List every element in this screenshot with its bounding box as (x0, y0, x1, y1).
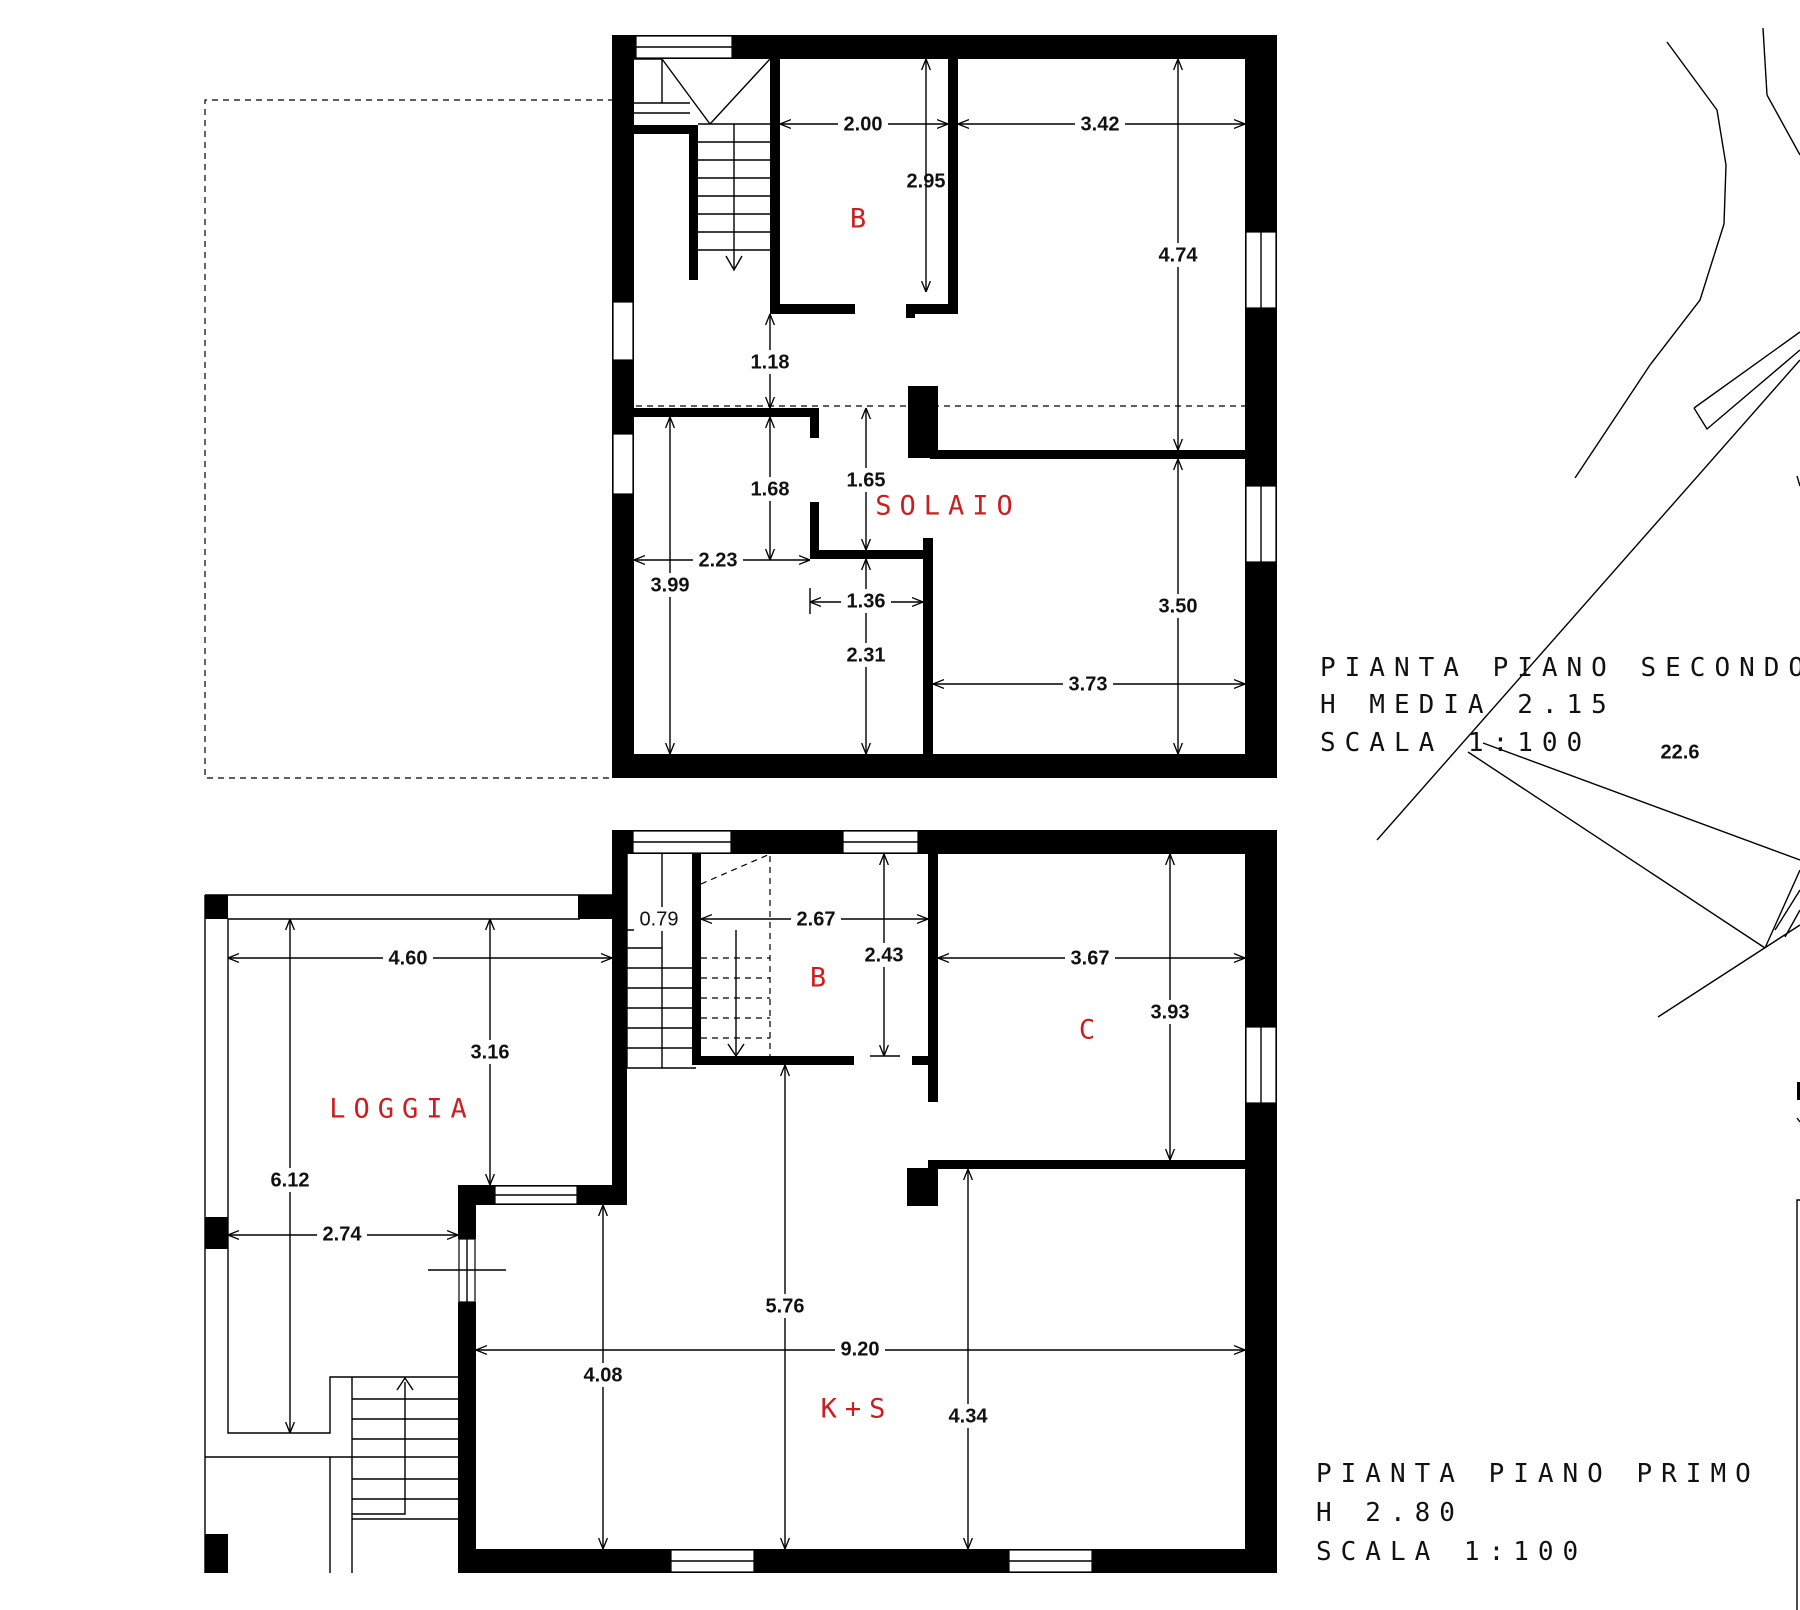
dim-label: 3.67 (1071, 947, 1110, 969)
stairs-second-floor (624, 58, 771, 280)
room-label-bedroom: C (1079, 1015, 1103, 1046)
dim-label: 4.34 (949, 1405, 989, 1427)
dim-label: 6.12 (271, 1169, 310, 1191)
dim-label: 2.74 (323, 1223, 363, 1245)
dim-label: 2.31 (847, 644, 886, 666)
title-block-second-floor: PIANTA PIANO SECONDO H MEDIA 2.15 SCALA … (1320, 653, 1800, 758)
room-label-bathroom: B (850, 204, 874, 235)
dim-label: 3.42 (1081, 113, 1120, 135)
plan-title: PIANTA PIANO SECONDO (1320, 653, 1800, 683)
plan-scale: SCALA 1:100 (1320, 728, 1591, 758)
dim-label: 4.74 (1159, 244, 1199, 266)
dim-label: 2.00 (844, 113, 883, 135)
window (612, 433, 634, 495)
title-block-first-floor: PIANTA PIANO PRIMO H 2.80 SCALA 1:100 (1316, 1459, 1760, 1567)
dim-label: 3.73 (1069, 673, 1108, 695)
stairs-first-floor (626, 853, 854, 1069)
second-floor-dimension-labels: 2.00 3.42 2.95 4.74 1.18 1.68 1.65 2.23 … (645, 112, 1203, 696)
plan-scale: SCALA 1:100 (1316, 1537, 1587, 1567)
dim-label: 3.16 (471, 1041, 510, 1063)
room-label-kitchen-living: K+S (821, 1394, 894, 1425)
plan-height: H 2.80 (1316, 1498, 1464, 1528)
dim-label: 5.76 (766, 1295, 805, 1317)
dim-label: 3.99 (651, 574, 690, 596)
dim-label: 3.50 (1159, 595, 1198, 617)
dim-label: 2.67 (797, 908, 836, 930)
dim-label: 2.43 (865, 944, 904, 966)
dim-label: 4.08 (584, 1364, 623, 1386)
dim-label: 4.60 (389, 947, 428, 969)
loggia-parapet (204, 894, 612, 1573)
window (612, 301, 634, 361)
site-plan-fragment: 22.6 (1376, 27, 1800, 1610)
dim-label: 1.36 (847, 590, 886, 612)
dim-label: 1.18 (751, 351, 790, 373)
dim-label: 1.65 (847, 469, 886, 491)
dim-label: 3.93 (1151, 1001, 1190, 1023)
room-label-loggia: LOGGIA (329, 1094, 475, 1125)
dim-label: 9.20 (841, 1338, 880, 1360)
dim-label: 2.95 (907, 170, 946, 192)
second-floor-inner-walls (634, 59, 1245, 754)
first-floor-inner-walls (907, 854, 1245, 1206)
external-stair (329, 1376, 460, 1573)
dim-label: 1.68 (751, 478, 790, 500)
dim-label: 2.23 (699, 549, 738, 571)
plan-title: PIANTA PIANO PRIMO (1316, 1459, 1760, 1489)
site-dimension-label: 22.6 (1661, 741, 1700, 763)
plan-height: H MEDIA 2.15 (1320, 690, 1616, 720)
second-floor-plan: 2.00 3.42 2.95 4.74 1.18 1.68 1.65 2.23 … (204, 35, 1277, 779)
first-floor-outer-walls (458, 830, 1277, 1573)
first-floor-dimension-labels: 0.79 2.67 2.43 3.67 3.93 4.60 3.16 6.12 … (265, 907, 1195, 1428)
dim-label: 0.79 (640, 908, 679, 930)
roof-outline-dashed (204, 99, 614, 779)
first-floor-plan: 0.79 2.67 2.43 3.67 3.93 4.60 3.16 6.12 … (204, 830, 1277, 1573)
room-label-bathroom: B (810, 963, 834, 994)
room-label-attic: SOLAIO (875, 491, 1021, 522)
